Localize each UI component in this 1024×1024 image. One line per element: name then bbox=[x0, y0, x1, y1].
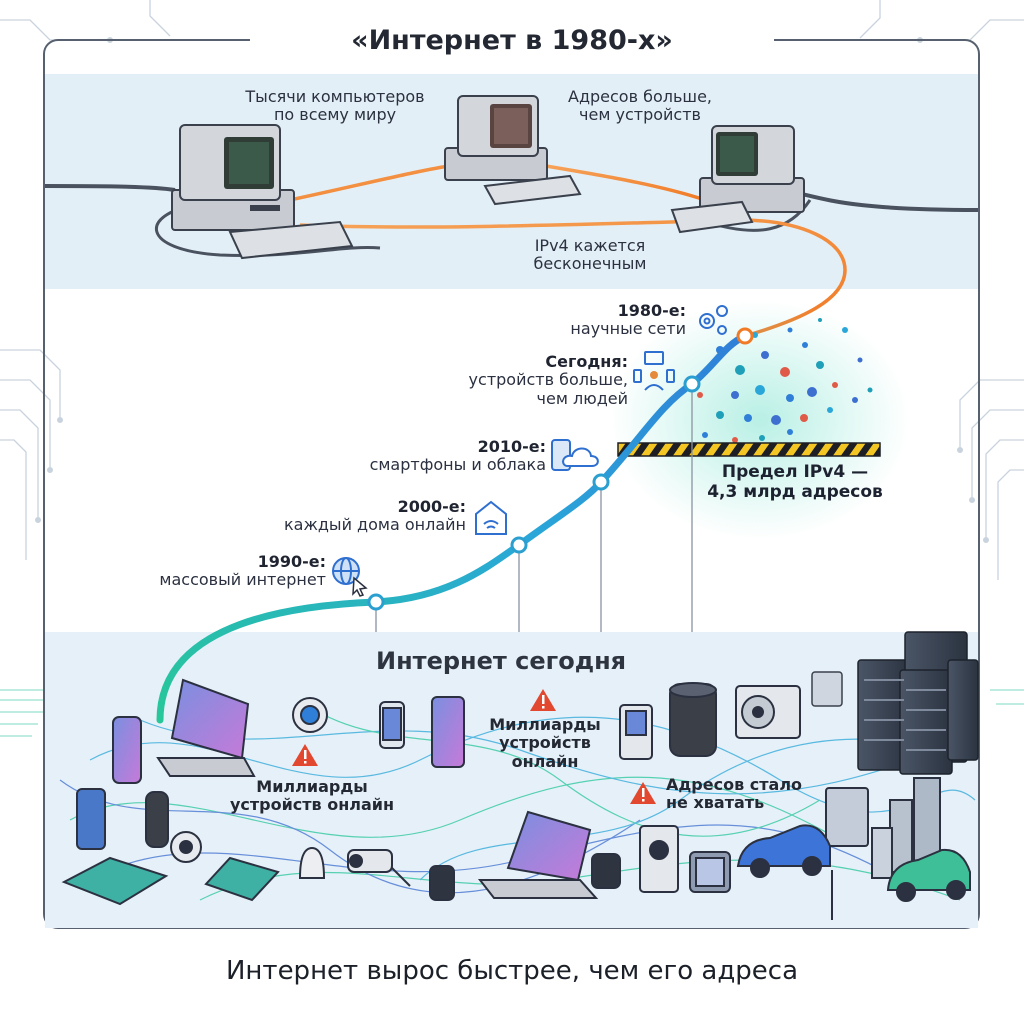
warning-text-line: устройств bbox=[499, 733, 591, 753]
warning-billions-devices-left: Миллиарды устройств онлайн bbox=[212, 777, 412, 815]
label-ipv4: IPv4 кажется бесконечным bbox=[505, 236, 675, 274]
globe-cursor-icon bbox=[332, 557, 368, 597]
timeline-entry-today: Сегодня: устройств больше, чем людей bbox=[420, 352, 628, 408]
warning-addresses-ran-out: Адресов стало не хватать bbox=[666, 775, 826, 813]
label-computers-line: Тысячи компьютеров bbox=[245, 87, 425, 106]
warning-icon bbox=[530, 689, 556, 711]
warning-text-line: устройств онлайн bbox=[229, 795, 395, 815]
vintage-computer-left bbox=[171, 124, 354, 260]
timeline-period: 2010-е: bbox=[477, 437, 546, 456]
warning-text-line: онлайн bbox=[511, 751, 579, 771]
timeline-text: каждый дома онлайн bbox=[283, 515, 466, 535]
warning-billions-devices-center: Миллиарды устройств онлайн bbox=[470, 715, 620, 771]
ipv4-limit-line: Предел IPv4 — bbox=[721, 462, 869, 482]
section-title-today: Интернет сегодня bbox=[376, 647, 627, 675]
label-computers-line: по всему миру bbox=[273, 105, 397, 125]
vintage-computer-right bbox=[670, 125, 805, 234]
timeline-entry-1990s: 1990-е: массовый интернет bbox=[120, 552, 326, 590]
particle-spray bbox=[697, 318, 873, 443]
timeline-period: 1980-е: bbox=[617, 301, 686, 320]
timeline-text: массовый интернет bbox=[159, 570, 326, 590]
warning-text-line: Миллиарды bbox=[489, 715, 601, 734]
timeline-entry-1980s: 1980-е: научные сети bbox=[480, 301, 686, 339]
curve-nodes bbox=[367, 327, 754, 611]
warning-text-line: не хватать bbox=[666, 793, 765, 813]
ipv4-limit-label: Предел IPv4 — 4,3 млрд адресов bbox=[690, 462, 900, 502]
phone-cloud-icon bbox=[551, 439, 599, 471]
label-addresses-line: чем устройств bbox=[579, 105, 701, 125]
timeline-entry-2000s: 2000-е: каждый дома онлайн bbox=[250, 497, 466, 535]
warning-text-line: Миллиарды bbox=[256, 777, 368, 796]
ipv4-limit-barrier bbox=[617, 442, 881, 457]
home-wifi-icon bbox=[475, 500, 507, 535]
gears-icon bbox=[699, 305, 728, 335]
server-racks bbox=[811, 631, 979, 775]
timeline-text: устройств больше, bbox=[468, 370, 628, 390]
label-addresses-line: Адресов больше, bbox=[568, 87, 712, 106]
warning-text-line: Адресов стало bbox=[666, 775, 803, 794]
page-title: «Интернет в 1980-х» bbox=[351, 25, 673, 56]
label-ipv4-line: бесконечным bbox=[533, 254, 647, 274]
cars-and-city bbox=[736, 777, 971, 920]
timeline-period: 1990-е: bbox=[257, 552, 326, 571]
footer-caption: Интернет вырос быстрее, чем его адреса bbox=[225, 956, 799, 986]
timeline-period: Сегодня: bbox=[545, 352, 628, 371]
warning-icon bbox=[630, 782, 656, 804]
growth-glow bbox=[610, 300, 910, 540]
network-links-1980s bbox=[289, 163, 847, 338]
timeline-text: смартфоны и облака bbox=[369, 455, 546, 475]
timeline-entry-2010s: 2010-е: смартфоны и облака bbox=[330, 437, 546, 475]
vintage-computer-center bbox=[444, 95, 582, 206]
circuit-nodes bbox=[35, 37, 989, 543]
ipv4-limit-line: 4,3 млрд адресов bbox=[707, 481, 883, 502]
legacy-cable bbox=[44, 184, 176, 192]
label-addresses: Адресов больше, чем устройств bbox=[545, 87, 735, 125]
devices-left bbox=[61, 678, 280, 906]
label-ipv4-line: IPv4 кажется bbox=[534, 236, 646, 255]
title-mask bbox=[250, 22, 774, 62]
devices-center bbox=[292, 696, 621, 901]
label-computers: Тысячи компьютеров по всему миру bbox=[225, 87, 445, 125]
timeline-text: научные сети bbox=[570, 319, 686, 339]
keyboard-cable bbox=[155, 203, 381, 257]
timeline-period: 2000-е: bbox=[397, 497, 466, 516]
timeline-text: чем людей bbox=[536, 388, 628, 408]
warning-icon bbox=[292, 744, 318, 766]
devices-right bbox=[619, 682, 801, 893]
people-devices-icon bbox=[633, 351, 675, 391]
